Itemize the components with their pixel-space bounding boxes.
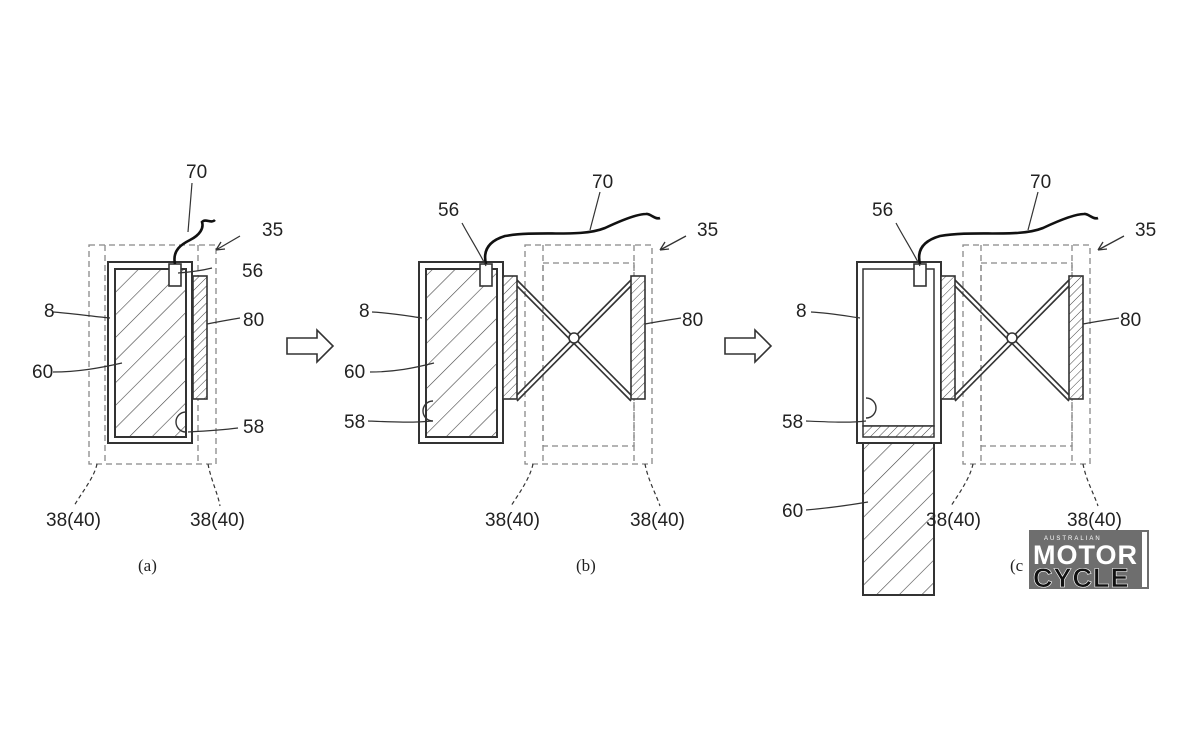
logo-line1: MOTOR <box>1033 540 1138 570</box>
caption-b: (b) <box>576 556 596 575</box>
connector-56 <box>479 263 493 287</box>
battery-60 <box>114 268 187 438</box>
label-35-a: 35 <box>262 220 283 241</box>
leader-lines-b <box>367 191 682 507</box>
leader-lines-a <box>51 182 241 507</box>
label-38-right-a: 38(40) <box>190 510 245 531</box>
panel-b: 70 35 56 8 80 60 58 38(40) 38(40) (b) <box>344 172 718 575</box>
label-38-left-b: 38(40) <box>485 510 540 531</box>
label-38-right-b: 38(40) <box>630 510 685 531</box>
arrow-35 <box>215 235 241 251</box>
cable-70 <box>173 218 216 265</box>
cable-70 <box>917 212 1099 265</box>
connector-56 <box>168 263 182 287</box>
battery-60 <box>425 268 498 438</box>
label-58-c: 58 <box>782 412 803 433</box>
logo-line2: CYCLE <box>1033 563 1130 593</box>
label-35-b: 35 <box>697 220 718 241</box>
label-60-a: 60 <box>32 362 53 383</box>
leader-lines-c <box>805 191 1120 511</box>
label-80-b: 80 <box>682 310 703 331</box>
arrow-35 <box>659 235 687 251</box>
plate-near <box>502 275 518 400</box>
label-35-c: 35 <box>1135 220 1156 241</box>
scissor-linkage <box>516 279 632 402</box>
step-arrow-2 <box>724 328 773 364</box>
panel-a: 70 35 56 8 80 60 58 38(40) 38(40) (a) <box>32 162 283 575</box>
plate-80 <box>1068 275 1084 400</box>
caption-c: (c <box>1010 556 1024 575</box>
cable-70 <box>483 212 661 265</box>
label-8-c: 8 <box>796 301 807 322</box>
label-58-a: 58 <box>243 417 264 438</box>
label-80-c: 80 <box>1120 310 1141 331</box>
label-56-a: 56 <box>242 261 263 282</box>
label-60-b: 60 <box>344 362 365 383</box>
caption-a: (a) <box>138 556 157 575</box>
label-38-left-c: 38(40) <box>926 510 981 531</box>
mark-58 <box>175 411 187 433</box>
mark-58 <box>422 400 434 422</box>
label-8-a: 8 <box>44 301 55 322</box>
label-56-c: 56 <box>872 200 893 221</box>
plate-80 <box>630 275 646 400</box>
label-8-b: 8 <box>359 301 370 322</box>
scissor-linkage <box>954 279 1070 402</box>
label-56-b: 56 <box>438 200 459 221</box>
connector-56 <box>913 263 927 287</box>
housing-bottom-wall <box>862 425 935 438</box>
label-58-b: 58 <box>344 412 365 433</box>
label-70-a: 70 <box>186 162 207 183</box>
label-38-left-a: 38(40) <box>46 510 101 531</box>
panel-c: 70 35 56 8 80 58 60 38(40) 38(40) (c <box>782 172 1156 596</box>
logo-top-text: AUSTRALIAN <box>1044 536 1102 542</box>
label-80-a: 80 <box>243 310 264 331</box>
mark-58 <box>865 397 877 419</box>
step-arrow-1 <box>286 328 335 364</box>
housing-inner <box>862 268 935 427</box>
plate-near <box>940 275 956 400</box>
label-38-right-c: 38(40) <box>1067 510 1122 531</box>
watermark-logo: AUSTRALIAN MOTOR CYCLE <box>1029 530 1149 593</box>
label-70-b: 70 <box>592 172 613 193</box>
arrow-35 <box>1097 235 1125 251</box>
plate-80 <box>192 275 208 400</box>
label-60-c: 60 <box>782 501 803 522</box>
label-70-c: 70 <box>1030 172 1051 193</box>
battery-60 <box>862 442 935 596</box>
dashed-frame-35 <box>88 244 217 465</box>
